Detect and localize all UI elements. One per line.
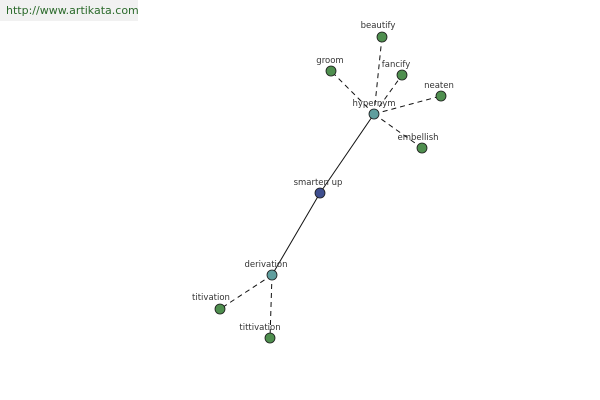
node-derivation[interactable]: derivation <box>244 260 288 281</box>
node-label-smarten-up: smarten up <box>294 178 343 188</box>
node-beautify[interactable]: beautify <box>361 21 396 43</box>
node-tittivation[interactable]: tittivation <box>239 323 281 344</box>
node-hypernym[interactable]: hypernym <box>352 99 396 120</box>
node-circle-derivation[interactable] <box>266 269 278 281</box>
credit-link[interactable]: http://www.artikata.com <box>6 4 139 17</box>
node-circle-beautify[interactable] <box>376 31 388 43</box>
edge-smarten-up-hypernym <box>319 113 375 194</box>
node-fancify[interactable]: fancify <box>382 60 411 81</box>
node-circle-fancify[interactable] <box>396 69 408 81</box>
node-circle-embellish[interactable] <box>416 142 428 154</box>
edge-hypernym-neaten <box>373 95 442 115</box>
node-smarten-up[interactable]: smarten up <box>294 178 343 199</box>
edge-hypernym-fancify <box>373 74 403 115</box>
node-circle-tittivation[interactable] <box>264 332 276 344</box>
node-groom[interactable]: groom <box>316 56 344 77</box>
node-circle-neaten[interactable] <box>435 90 447 102</box>
node-label-fancify: fancify <box>382 60 411 70</box>
node-titivation[interactable]: titivation <box>192 293 230 315</box>
node-circle-titivation[interactable] <box>214 303 226 315</box>
node-label-embellish: embellish <box>397 133 438 143</box>
edge-smarten-up-derivation <box>271 192 321 276</box>
graph-edges <box>219 36 442 339</box>
graph-nodes: smarten up hypernym derivation beautify groo… <box>192 21 454 344</box>
node-label-tittivation: tittivation <box>239 323 280 333</box>
node-label-groom: groom <box>316 56 343 66</box>
edge-derivation-titivation <box>219 274 273 310</box>
node-circle-smarten-up[interactable] <box>314 187 326 199</box>
node-label-hypernym: hypernym <box>352 99 395 109</box>
node-neaten[interactable]: neaten <box>424 81 454 102</box>
edge-derivation-tittivation <box>269 274 273 339</box>
edge-hypernym-beautify <box>373 36 383 115</box>
node-label-neaten: neaten <box>424 81 454 91</box>
node-label-beautify: beautify <box>361 21 396 31</box>
edge-hypernym-embellish <box>373 113 423 149</box>
node-circle-groom[interactable] <box>325 65 337 77</box>
node-circle-hypernym[interactable] <box>368 108 380 120</box>
node-label-derivation: derivation <box>244 260 287 270</box>
edge-hypernym-groom <box>330 70 375 115</box>
node-label-titivation: titivation <box>192 293 230 303</box>
credit-banner: http://www.artikata.com <box>0 0 139 21</box>
node-embellish[interactable]: embellish <box>397 133 439 154</box>
